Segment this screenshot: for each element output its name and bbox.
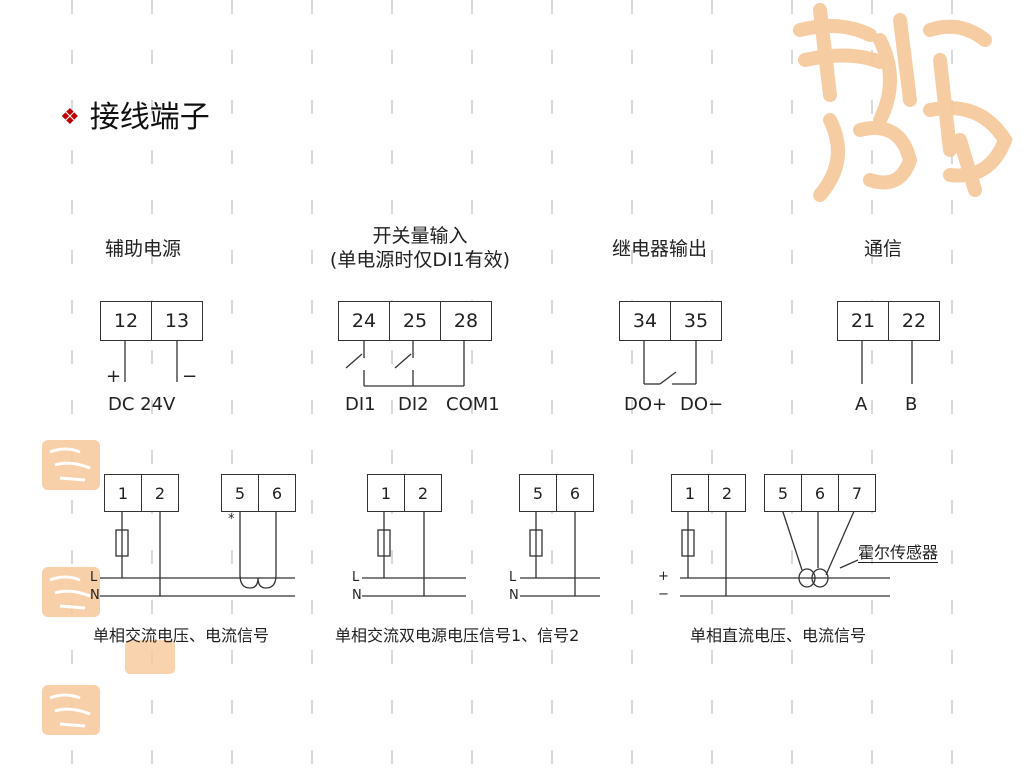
terminal: 28: [440, 302, 491, 340]
dc-24v-label: DC 24V: [108, 394, 176, 415]
switch-input-title: 开关量输入: [372, 225, 468, 247]
line-plus-label: +: [658, 569, 669, 584]
dc-voltage-terminal-block: 1 2: [671, 474, 746, 512]
terminal: 2: [141, 475, 178, 511]
do-plus-label: DO+: [624, 394, 668, 415]
terminal: 1: [684, 483, 696, 503]
calligraphy-watermark-large: [793, 3, 1013, 202]
line-n-label: N: [509, 588, 519, 603]
slide-title-text: 接线端子: [89, 100, 210, 135]
terminal: 1: [380, 483, 392, 503]
terminal: 1: [117, 483, 129, 503]
terminal: 34: [632, 310, 658, 332]
relay-output-header: 继电器输出: [612, 238, 708, 260]
terminal: 12: [113, 310, 139, 332]
com1-label: COM1: [446, 394, 500, 415]
communication-header: 通信: [864, 238, 903, 260]
seal-watermark-2: [42, 567, 100, 617]
terminal: 6: [258, 475, 295, 511]
hall-sensor-label: 霍尔传感器: [858, 543, 939, 563]
terminal: 5: [532, 483, 544, 503]
line-l-label: L: [352, 570, 360, 585]
terminal: 21: [850, 310, 876, 332]
watermark-fragment: [125, 640, 175, 674]
line-n-label: N: [352, 588, 362, 603]
di1-label: DI1: [345, 394, 376, 415]
terminal: 2: [708, 475, 745, 511]
seal-watermark-1: [42, 440, 100, 490]
terminal: 5: [777, 483, 789, 503]
slide-title: ❖ 接线端子: [60, 92, 210, 136]
ac-current-terminal-block: 5 6: [221, 474, 296, 512]
terminal-a-label: A: [855, 394, 868, 415]
communication-terminal-block: 21 22: [837, 301, 940, 341]
terminal: 7: [838, 475, 875, 511]
do-minus-label: DO−: [680, 394, 724, 415]
switch-input-terminal-block: 24 25 28: [338, 301, 492, 341]
aux-power-terminal-block: 12 13: [100, 301, 203, 341]
terminal: 6: [556, 475, 593, 511]
polarity-star: *: [228, 512, 235, 527]
terminal: 2: [404, 475, 441, 511]
polarity-minus: −: [182, 366, 198, 387]
relay-output-terminal-block: 34 35: [619, 301, 722, 341]
ac-dual-terminal-block-b: 5 6: [519, 474, 594, 512]
terminal: 6: [801, 475, 838, 511]
polarity-plus: +: [106, 366, 122, 387]
dc-sensor-terminal-block: 5 6 7: [764, 474, 876, 512]
line-minus-label: −: [658, 587, 669, 602]
terminal-b-label: B: [905, 394, 918, 415]
seal-watermark-3: [42, 685, 100, 735]
switch-input-note: (单电源时仅DI1有效): [329, 249, 511, 271]
dc-single-caption: 单相直流电压、电流信号: [690, 626, 867, 645]
terminal: 13: [151, 302, 202, 340]
ac-dual-terminal-block-a: 1 2: [367, 474, 442, 512]
line-n-label: N: [90, 588, 100, 603]
aux-power-header: 辅助电源: [105, 238, 182, 260]
diamond-bullet-icon: ❖: [60, 105, 80, 130]
terminal: 35: [670, 302, 721, 340]
di2-label: DI2: [398, 394, 429, 415]
wiring-lines: [100, 340, 913, 597]
line-l-label: L: [509, 570, 517, 585]
ac-voltage-terminal-block: 1 2: [104, 474, 179, 512]
terminal: 24: [351, 310, 377, 332]
ac-dual-caption: 单相交流双电源电压信号1、信号2: [335, 626, 580, 645]
line-l-label: L: [90, 570, 98, 585]
ac-single-caption: 单相交流电压、电流信号: [93, 626, 270, 645]
switch-input-header: 开关量输入 (单电源时仅DI1有效): [300, 224, 540, 272]
terminal: 25: [389, 302, 440, 340]
terminal: 22: [888, 302, 939, 340]
terminal: 5: [234, 483, 246, 503]
